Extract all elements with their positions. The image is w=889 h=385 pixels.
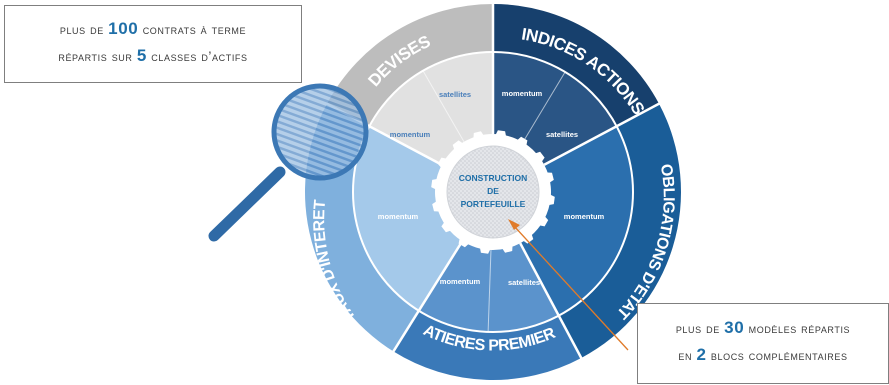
sub-divider xyxy=(422,70,465,143)
matieres-momentum-label: momentum xyxy=(440,277,481,286)
sector-outer-indices xyxy=(493,4,659,127)
sector-inner-indices xyxy=(493,52,617,165)
matieres-satellites-label: satellites xyxy=(508,278,540,287)
sector-inner-matieres xyxy=(418,241,559,333)
pointer-arrow xyxy=(508,219,629,351)
center-label-line2: DE xyxy=(487,186,499,196)
ring-boundary xyxy=(352,51,634,333)
center-label-line1: CONSTRUCTION xyxy=(459,173,527,183)
indices-momentum-label: momentum xyxy=(502,89,543,98)
taux-momentum-label: momentum xyxy=(378,212,419,221)
blocks-count: 2 xyxy=(696,345,707,364)
contracts-count: 100 xyxy=(108,19,139,38)
inner-ring xyxy=(352,52,633,333)
sector-divider xyxy=(519,242,583,360)
sector-divider xyxy=(543,102,661,166)
center-label-line3: PORTEFEUILLE xyxy=(461,199,526,209)
center-gear: CONSTRUCTION DE PORTEFEUILLE xyxy=(431,130,555,254)
models-count: 30 xyxy=(724,318,745,337)
sector-inner-taux xyxy=(352,126,463,311)
callout-contracts: plus de 100 contrats à terme répartis su… xyxy=(4,5,302,83)
sector-inner-devises xyxy=(369,52,493,165)
devises-satellites-label: satellites xyxy=(439,90,471,99)
callout-models: plus de 30 modèles répartis en 2 blocs c… xyxy=(637,303,889,384)
gear-core xyxy=(446,145,540,239)
sub-divider xyxy=(487,249,492,332)
sector-outer-devises xyxy=(327,4,493,127)
sector-outer-matieres xyxy=(393,310,582,380)
sector-divider xyxy=(391,240,464,353)
devises-momentum-label: momentum xyxy=(390,130,431,139)
magnifier-icon xyxy=(208,83,369,242)
inner-labels: momentum satellites momentum momentum sa… xyxy=(378,89,605,287)
indices-satellites-label: satellites xyxy=(546,130,578,139)
asset-classes-count: 5 xyxy=(136,46,147,65)
sub-divider xyxy=(522,71,566,143)
obligations-momentum-label: momentum xyxy=(564,212,605,221)
